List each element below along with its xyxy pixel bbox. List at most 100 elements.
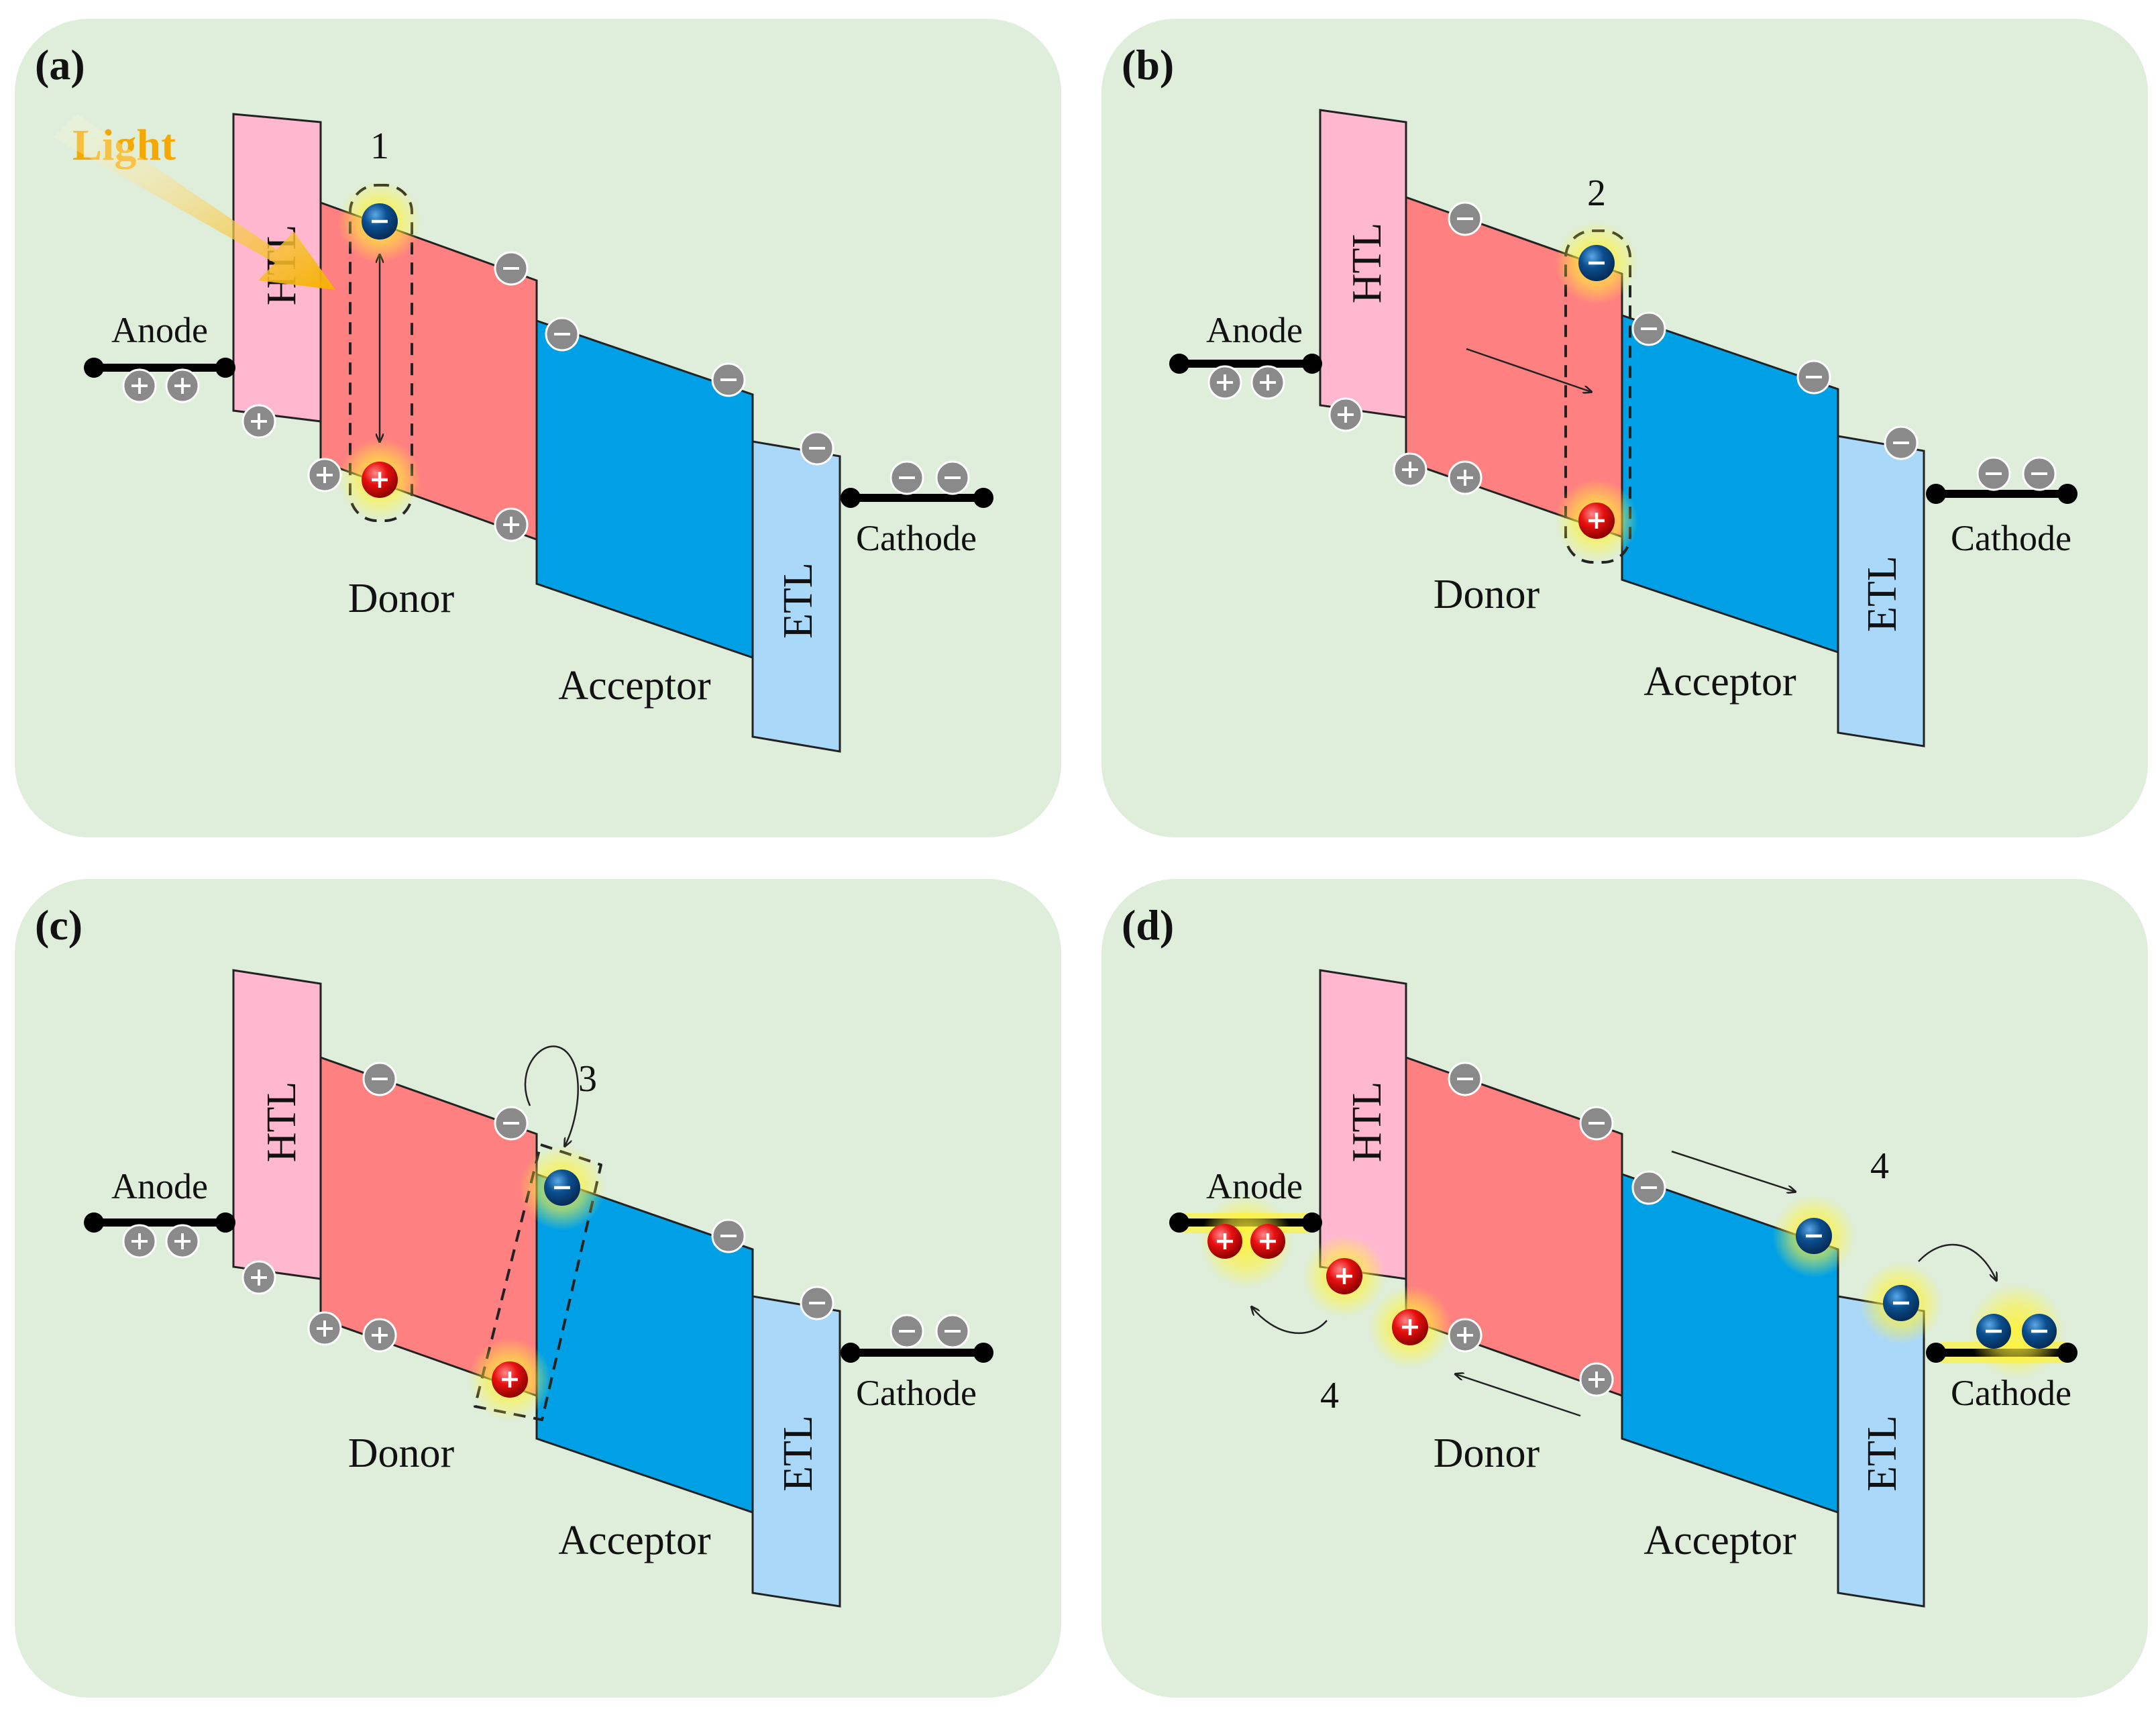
gray-electron-icon [545,317,580,352]
step-4-electron-label: 4 [1870,1145,1889,1187]
gray-electron-icon [800,431,834,466]
gray-electron-icon [890,1314,924,1349]
cathode-electrode [1926,484,2078,504]
gray-electron-icon [1631,311,1666,346]
gray-hole-icon [241,404,276,439]
gray-charges [1448,1061,1666,1397]
collected-electron-icon [2022,1314,2057,1349]
gray-hole-icon [122,368,157,403]
gray-hole-icon [122,1224,157,1259]
hole-icon [1392,1309,1428,1345]
donor-label: Donor [348,576,455,621]
panel-b-label: (b) [1122,41,1174,89]
gray-hole-icon [165,1224,200,1259]
gray-hole-icon [1207,365,1242,400]
htl-label: HTL [1344,223,1390,304]
electron-transport-arrow [1671,1150,1795,1192]
step-2-label: 2 [1587,172,1606,214]
gray-hole-icon [307,458,342,492]
gray-electron-icon [1796,360,1831,395]
step-4-hole-label: 4 [1320,1375,1339,1416]
electron-icon [362,203,398,240]
electron-icon [544,1170,580,1206]
acceptor-label: Acceptor [558,1518,711,1563]
electron-icon [1796,1218,1832,1254]
acceptor-label: Acceptor [558,663,711,709]
cathode-label: Cathode [856,1373,977,1413]
cathode-label: Cathode [856,518,977,558]
gray-hole-icon [1579,1362,1614,1397]
anode-electrode [1169,354,1322,374]
gray-electron-icon [935,1314,970,1349]
gray-hole-icon [165,368,200,403]
electron-transfer-arrow [524,1045,579,1146]
gray-electron-icon [1884,425,1919,460]
donor-label: Donor [1434,1431,1540,1476]
collected-hole-icon [1250,1224,1285,1259]
gray-hole-icon [307,1311,342,1346]
etl-label: ETL [1859,556,1905,632]
acceptor-label: Acceptor [1643,1518,1796,1563]
cathode-electrode [841,488,993,508]
gray-hole-icon [1250,365,1285,400]
etl-label: ETL [1859,1415,1905,1492]
panel-c-label: (c) [35,901,83,949]
panel-c: (c) HTL ETL Donor Acceptor Anode Cathode [15,879,1061,1698]
gray-electron-icon [1976,456,2011,491]
collected-hole-icon [1207,1224,1242,1259]
gray-electron-icon [800,1286,834,1320]
panel-d: (d) HTL ETL Donor Acceptor Anode Cathode [1101,879,2148,1698]
anode-label: Anode [111,1166,208,1206]
gray-electron-icon [711,362,746,397]
gray-electron-icon [1579,1106,1614,1141]
cathode-electrode [841,1343,993,1363]
gray-electron-icon [494,251,529,286]
acceptor-label: Acceptor [1643,659,1796,705]
gray-hole-icon [1448,1318,1483,1353]
gray-hole-icon [241,1260,276,1295]
gray-electron-icon [711,1219,746,1253]
panel-a-label: (a) [35,41,85,89]
gray-electron-icon [935,460,970,495]
gray-charges [122,1061,970,1353]
hole-icon [362,462,398,498]
etl-label: ETL [775,562,821,639]
step-1-label: 1 [370,125,389,167]
electron-extraction-arrow [1918,1243,1996,1280]
anode-label: Anode [111,310,208,350]
gray-hole-icon [1393,452,1427,487]
gray-electron-icon [1631,1170,1666,1205]
cathode-label: Cathode [1951,518,2071,558]
electron-icon [1883,1285,1919,1321]
gray-electron-icon [1448,201,1483,236]
hole-icon [1578,503,1615,539]
anode-label: Anode [1206,310,1303,350]
gray-hole-icon [1448,460,1483,495]
light-arrow-icon [54,114,335,290]
hole-extraction-arrow [1252,1307,1328,1335]
anode-electrode [84,1212,235,1233]
panel-d-label: (d) [1122,901,1174,949]
donor-label: Donor [1434,572,1540,617]
electron-icon [1578,245,1615,281]
exciton-diffusion-arrow [1466,348,1591,392]
gray-electron-icon [890,460,924,495]
donor-label: Donor [348,1431,455,1476]
gray-electron-icon [2022,456,2057,491]
gray-hole-icon [362,1318,397,1353]
gray-electron-icon [494,1106,529,1141]
gray-hole-icon [1328,397,1363,432]
panel-b: (b) HTL ETL Donor Acceptor Anode Cathode [1101,19,2148,837]
collected-electron-icon [1976,1314,2011,1349]
gray-electron-icon [362,1061,397,1096]
gray-charges [122,251,970,542]
cathode-label: Cathode [1951,1373,2071,1413]
htl-label: HTL [259,1082,305,1163]
anode-electrode [84,358,235,378]
hole-icon [1326,1258,1362,1294]
gray-charges [1207,201,2057,495]
gray-hole-icon [494,507,529,542]
step-3-label: 3 [578,1058,597,1100]
etl-label: ETL [775,1415,821,1492]
